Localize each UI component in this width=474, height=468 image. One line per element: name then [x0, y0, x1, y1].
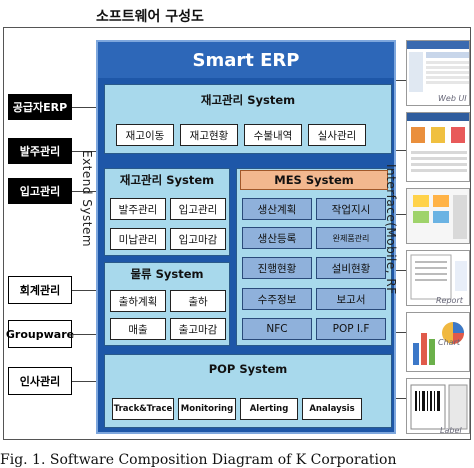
connector-line	[396, 398, 408, 399]
extend-system-label: Extend System	[80, 150, 94, 248]
inventory-top-item: 재고이동	[116, 124, 174, 146]
connector-line	[396, 214, 408, 215]
thumbnail-report	[406, 250, 470, 306]
erp-title: Smart ERP	[98, 42, 394, 78]
thumbnail-label: Chart	[438, 338, 460, 347]
logistics-item: 출하	[170, 290, 226, 312]
pop-item: Alerting	[240, 398, 298, 420]
report-screenshot-icon	[410, 254, 467, 300]
inventory-left-item: 발주관리	[110, 198, 166, 220]
pop-item: Analaysis	[302, 398, 362, 420]
mes-title: MES System	[274, 173, 354, 187]
logistics-item: 출고마감	[170, 318, 226, 340]
figure-caption: Fig. 1. Software Composition Diagram of …	[0, 452, 397, 468]
mobile-screenshot-icon	[407, 189, 469, 243]
web-ui-screenshot-icon	[407, 41, 469, 92]
inventory-left-item: 미납관리	[110, 228, 166, 250]
mes-item: 완제품관리	[316, 227, 386, 249]
thumbnail-label-print	[406, 378, 470, 434]
page-title: 소프트웨어 구성도	[96, 9, 204, 25]
connector-line	[72, 290, 96, 291]
mes-item: 진행현황	[242, 257, 312, 279]
thumbnail-mobile	[406, 188, 470, 244]
connector-line	[72, 151, 96, 152]
mes-item: NFC	[242, 318, 312, 340]
left-box-supplier-erp: 공급자ERP	[8, 94, 72, 120]
outer-frame	[3, 27, 471, 440]
left-box-groupware: Groupware	[6, 320, 74, 348]
inventory-top-item: 재고현황	[180, 124, 238, 146]
inventory-left-item: 입고마감	[170, 228, 226, 250]
barcode-label-icon	[410, 384, 468, 430]
mes-item: 수주정보	[242, 288, 312, 310]
logistics-item: 출하계획	[110, 290, 166, 312]
left-box-hr-mgmt: 인사관리	[8, 367, 72, 395]
chart-screenshot-icon	[413, 322, 464, 365]
logistics-item: 매출	[110, 318, 166, 340]
connector-line	[396, 270, 408, 271]
logistics-title: 물류 System	[130, 267, 204, 281]
mes-item: 설비현황	[316, 257, 386, 279]
mes-item: 보고서	[316, 288, 386, 310]
interface-label: Interface(Mobile, RF	[384, 164, 398, 295]
left-box-accounting: 회계관리	[8, 276, 72, 304]
connector-line	[72, 191, 96, 192]
pop-title: POP System	[208, 362, 288, 376]
connector-line	[396, 80, 408, 81]
dashboard-screenshot-icon	[407, 113, 469, 172]
left-box-order-mgmt: 발주관리	[8, 138, 72, 164]
connector-line	[396, 332, 408, 333]
mes-item: 생산계획	[242, 198, 312, 220]
inventory-top-title: 재고관리 System	[200, 93, 296, 107]
inventory-top-item: 수불내역	[244, 124, 302, 146]
thumbnail-label: Label	[440, 426, 462, 435]
connector-line	[72, 381, 96, 382]
mes-item: POP I.F	[316, 318, 386, 340]
inventory-left-title: 재고관리 System	[119, 173, 215, 187]
thumbnail-dashboard	[406, 112, 470, 182]
thumbnail-chart	[406, 312, 470, 372]
inventory-left-item: 입고관리	[170, 198, 226, 220]
pop-item: Track&Trace	[112, 398, 174, 420]
thumbnail-label: Web UI	[438, 94, 467, 103]
mes-title-bar	[240, 170, 388, 190]
connector-line	[72, 334, 96, 335]
thumbnail-label: Report	[436, 296, 463, 305]
connector-line	[72, 107, 96, 108]
left-box-receiving-mgmt: 입고관리	[8, 178, 72, 204]
inventory-top-item: 실사관리	[308, 124, 366, 146]
mes-item: 작업지시	[316, 198, 386, 220]
thumbnail-web-ui	[406, 40, 470, 106]
connector-line	[396, 150, 408, 151]
mes-item: 생산등록	[242, 227, 312, 249]
pop-item: Monitoring	[178, 398, 236, 420]
